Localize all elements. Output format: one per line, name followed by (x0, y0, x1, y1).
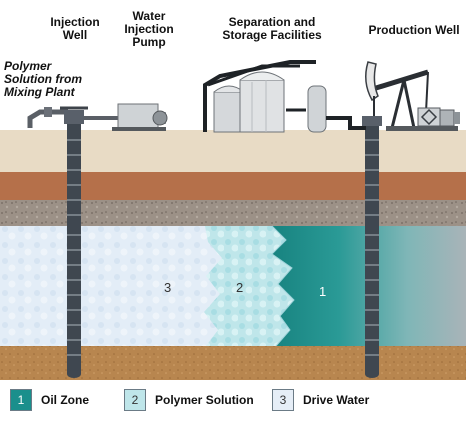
legend-label-oil: Oil Zone (41, 393, 89, 407)
zone-label-polymer: 2 (236, 280, 243, 295)
legend: 1 Oil Zone 2 Polymer Solution 3 Drive Wa… (0, 380, 466, 425)
pump-jack (365, 61, 460, 131)
production-well-label: Production Well (366, 24, 462, 37)
legend-item-water: 3 Drive Water (272, 388, 369, 412)
polymer-inlet-pipe (27, 109, 68, 128)
polymer-zone (204, 226, 294, 346)
storage-facilities (203, 60, 366, 133)
injection-well-label: Injection Well (40, 16, 110, 42)
legend-swatch-polymer: 2 (124, 389, 146, 411)
production-well-tip (365, 370, 379, 378)
legend-num-water: 3 (279, 393, 287, 407)
production-well-segments (365, 139, 379, 356)
polymer-source-label-line1: Polymer (4, 59, 52, 73)
injection-well-bore (67, 122, 81, 374)
injection-well-label-line2: Well (62, 28, 88, 42)
injection-well-tip (67, 370, 81, 378)
legend-num-polymer: 2 (131, 393, 139, 407)
separation-label-line2: Storage Facilities (222, 28, 322, 42)
water-pump-label: Water Injection Pump (118, 10, 180, 49)
legend-num-oil: 1 (17, 393, 25, 407)
polymer-source-label-line3: Mixing Plant (4, 85, 75, 99)
legend-label-polymer: Polymer Solution (155, 393, 254, 407)
water-injection-pump (112, 103, 168, 131)
polymer-source-label-line2: Solution from (4, 72, 82, 86)
water-pump-label-line3: Pump (132, 35, 166, 49)
legend-item-polymer: 2 Polymer Solution (124, 388, 254, 412)
injection-well-segments (67, 139, 81, 356)
legend-swatch-water: 3 (272, 389, 294, 411)
water-pump-label-line1: Water (132, 9, 166, 23)
polymer-inlet-valve (44, 107, 52, 117)
zone-label-water: 3 (164, 280, 171, 295)
polymer-source-label: Polymer Solution from Mixing Plant (4, 60, 84, 99)
separation-label: Separation and Storage Facilities (212, 16, 332, 42)
injection-wellhead (64, 110, 84, 124)
zone-label-oil: 1 (319, 284, 326, 299)
legend-label-water: Drive Water (303, 393, 370, 407)
production-well-label-text: Production Well (368, 23, 460, 37)
separation-label-line1: Separation and (228, 15, 316, 29)
injection-well-label-line1: Injection (50, 15, 100, 29)
production-wellhead (362, 116, 382, 126)
legend-item-oil: 1 Oil Zone (10, 388, 89, 412)
water-pump-label-line2: Injection (124, 22, 174, 36)
legend-swatch-oil: 1 (10, 389, 32, 411)
production-well-bore (365, 122, 379, 374)
polymer-front (271, 225, 295, 347)
